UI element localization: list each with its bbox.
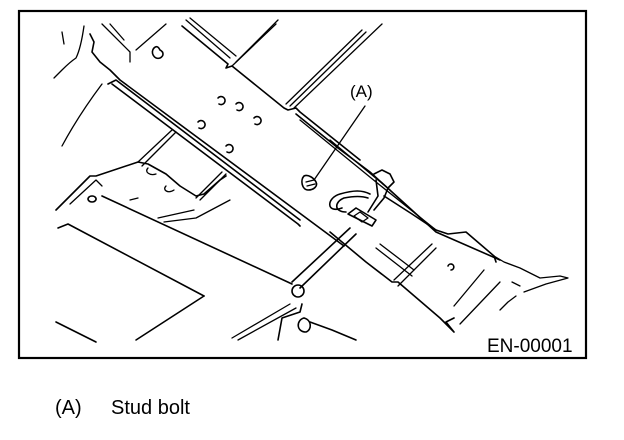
bracket-top-edge-2 [109,23,125,41]
callout-leader-line [313,105,366,181]
lower-hand [277,303,303,341]
lower-plate-rib-4 [199,173,227,201]
illustration-linework [53,17,569,343]
rod-down-2 [299,233,357,289]
edge-line [61,83,103,147]
callout-label-a: (A) [350,82,373,101]
lower-knob [297,317,312,333]
clip-body [347,207,377,227]
figure-id: EN-00001 [487,336,573,357]
rod-joint [291,284,305,298]
right-bracket-hole [447,263,455,271]
hose-outline [53,25,85,79]
mount-hole-5 [225,143,234,154]
mount-hole-2 [235,101,244,112]
base-plate-left [55,321,97,343]
legend: (A) Stud bolt [55,397,190,420]
right-bracket-diag [453,269,485,307]
lower-plate-rib-2 [141,131,177,167]
base-plate-edge [101,195,293,285]
bracket-edge [135,23,167,51]
rail-right-2 [299,119,437,231]
rail-line-2 [289,31,367,107]
lower-hose [309,321,357,341]
lower-rail-2 [237,307,297,341]
legend-key: (A) [55,397,82,419]
slot-2 [164,185,175,193]
right-bracket-inner-2 [379,243,415,271]
lower-plate-rib [137,129,173,163]
clip-loop-inner [335,195,369,213]
rail-line-3 [293,23,383,109]
mount-hole-4 [197,119,206,130]
rod-lower-edge [107,79,301,221]
slot-3 [129,197,139,201]
plate-upper-edge-2 [185,19,231,59]
slot-1 [146,167,157,176]
right-bracket-diag-2 [459,281,501,325]
rod-lower-edge-2 [111,83,301,227]
clip-loop-outer [328,190,371,211]
keyhole-icon [151,45,164,60]
legend-label: Stud bolt [111,397,190,419]
figure-frame [17,9,588,360]
rail-line-1 [285,29,363,105]
clip-hook-2 [367,179,379,213]
right-bracket-outline [383,195,497,263]
right-bracket-lower [329,231,455,333]
rod-down-1 [291,227,351,283]
clip-slot [353,211,369,223]
mount-hole-3 [253,115,262,126]
stud-bolt [301,174,318,191]
mount-hole-1 [217,95,226,106]
lower-plate-rib-3 [195,171,223,199]
right-organic-shape-2 [499,281,521,311]
plate-upper-rib-2 [235,19,279,63]
bracket-top-edge [101,23,131,63]
right-bracket-rib [393,243,433,281]
lower-plate-outline [55,161,227,211]
base-plate-v [135,295,205,341]
clip-hook [373,169,395,211]
rail-right-1 [295,113,501,261]
rod-upper-edge [89,33,345,247]
plate-upper-edge [181,25,361,161]
right-bracket-rib-2 [397,247,437,287]
rail-right-3 [329,139,391,191]
base-plate-under-2 [157,209,195,219]
lower-plate-edge [69,179,103,205]
lower-rail-1 [231,303,291,339]
right-bracket-inner [375,247,413,277]
plate-upper-edge-3 [189,17,237,57]
right-organic-shape [493,255,569,293]
small-hole [87,195,97,203]
base-plate-under [163,199,231,223]
base-plate-bottom [57,223,205,297]
